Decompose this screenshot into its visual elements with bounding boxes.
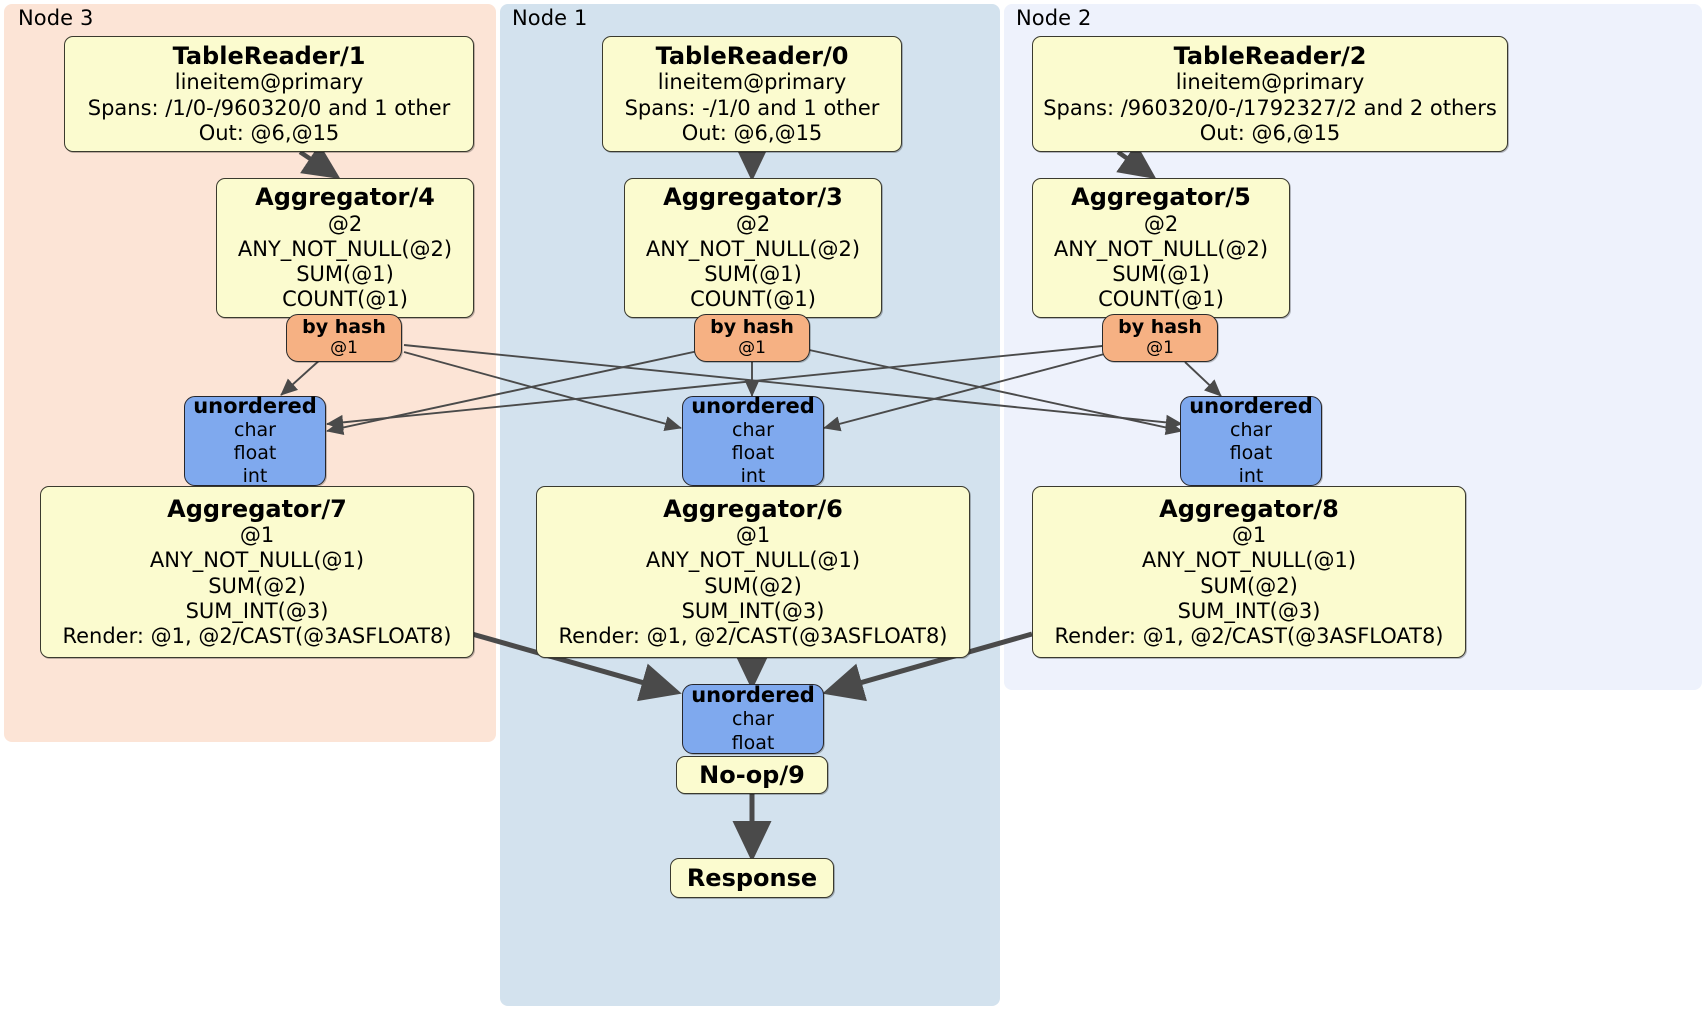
processor-aggregator-7[interactable]: Aggregator/7 @1 ANY_NOT_NULL(@1) SUM(@2)…	[40, 486, 474, 658]
processor-table-reader-0[interactable]: TableReader/0 lineitem@primary Spans: -/…	[602, 36, 902, 152]
processor-aggregator-3[interactable]: Aggregator/3 @2 ANY_NOT_NULL(@2) SUM(@1)…	[624, 178, 882, 318]
processor-line: @1	[239, 523, 275, 548]
processor-title: Aggregator/6	[663, 494, 843, 523]
node-panel-label-node1: Node 1	[512, 6, 588, 30]
processor-line: @2	[327, 211, 363, 236]
processor-line: SUM(@2)	[704, 573, 802, 598]
processor-line: lineitem@primary	[1175, 70, 1365, 95]
processor-line: lineitem@primary	[174, 70, 364, 95]
processor-line: Out: @6,@15	[681, 120, 823, 145]
receiver-type: int	[242, 465, 268, 488]
processor-line: SUM(@2)	[208, 573, 306, 598]
processor-title: Aggregator/5	[1071, 183, 1251, 212]
processor-line: SUM_INT(@3)	[185, 598, 329, 623]
receiver-type: float	[731, 442, 775, 465]
receiver-type: float	[731, 731, 775, 754]
processor-line: lineitem@primary	[657, 70, 847, 95]
processor-title: Aggregator/7	[167, 494, 347, 523]
processor-aggregator-8[interactable]: Aggregator/8 @1 ANY_NOT_NULL(@1) SUM(@2)…	[1032, 486, 1466, 658]
processor-line: @1	[1231, 523, 1267, 548]
processor-line: Spans: /1/0-/960320/0 and 1 other	[87, 95, 451, 120]
router-line: @1	[330, 338, 358, 359]
receiver-type: char	[234, 418, 276, 441]
processor-line: ANY_NOT_NULL(@1)	[645, 548, 861, 573]
receiver-title: unordered	[193, 393, 317, 418]
processor-render-line: Render: @1, @2/CAST(@3ASFLOAT8)	[1054, 623, 1444, 648]
processor-line: @2	[1143, 211, 1179, 236]
processor-line: SUM_INT(@3)	[1177, 598, 1321, 623]
processor-title: No-op/9	[699, 761, 805, 789]
processor-aggregator-4[interactable]: Aggregator/4 @2 ANY_NOT_NULL(@2) SUM(@1)…	[216, 178, 474, 318]
processor-title: Aggregator/3	[663, 183, 843, 212]
processor-response[interactable]: Response	[670, 858, 834, 898]
router-title: by hash	[710, 316, 794, 339]
processor-noop-9[interactable]: No-op/9	[676, 756, 828, 794]
router-title: by hash	[302, 316, 386, 339]
processor-title: Aggregator/8	[1159, 494, 1339, 523]
processor-line: COUNT(@1)	[690, 287, 816, 312]
processor-aggregator-6[interactable]: Aggregator/6 @1 ANY_NOT_NULL(@1) SUM(@2)…	[536, 486, 970, 658]
processor-title: TableReader/0	[655, 42, 849, 71]
receiver-type: char	[732, 708, 774, 731]
processor-line: ANY_NOT_NULL(@1)	[1141, 548, 1357, 573]
processor-line: SUM_INT(@3)	[681, 598, 825, 623]
receiver-type: float	[1229, 442, 1273, 465]
router-by-hash-middle[interactable]: by hash @1	[694, 314, 810, 362]
receiver-type: int	[740, 465, 766, 488]
processor-line: SUM(@1)	[296, 262, 394, 287]
processor-line: Out: @6,@15	[198, 120, 340, 145]
processor-line: SUM(@1)	[704, 262, 802, 287]
processor-line: ANY_NOT_NULL(@2)	[237, 236, 453, 261]
processor-line: SUM(@1)	[1112, 262, 1210, 287]
processor-line: SUM(@2)	[1200, 573, 1298, 598]
processor-line: @1	[735, 523, 771, 548]
receiver-type: char	[732, 418, 774, 441]
processor-title: TableReader/2	[1173, 42, 1367, 71]
processor-line: ANY_NOT_NULL(@2)	[1053, 236, 1269, 261]
processor-title: Response	[686, 864, 818, 892]
receiver-title: unordered	[1189, 393, 1313, 418]
node-panel-label-node2: Node 2	[1016, 6, 1092, 30]
receiver-type: float	[233, 442, 277, 465]
receiver-type: int	[1238, 465, 1264, 488]
processor-table-reader-1[interactable]: TableReader/1 lineitem@primary Spans: /1…	[64, 36, 474, 152]
processor-table-reader-2[interactable]: TableReader/2 lineitem@primary Spans: /9…	[1032, 36, 1508, 152]
receiver-title: unordered	[691, 683, 815, 708]
processor-line: @2	[735, 211, 771, 236]
processor-title: TableReader/1	[172, 42, 366, 71]
router-line: @1	[738, 338, 766, 359]
router-by-hash-right[interactable]: by hash @1	[1102, 314, 1218, 362]
router-by-hash-left[interactable]: by hash @1	[286, 314, 402, 362]
processor-render-line: Render: @1, @2/CAST(@3ASFLOAT8)	[558, 623, 948, 648]
processor-render-line: Render: @1, @2/CAST(@3ASFLOAT8)	[62, 623, 452, 648]
receiver-unordered-left[interactable]: unordered char float int	[184, 393, 326, 488]
receiver-unordered-right[interactable]: unordered char float int	[1180, 393, 1322, 488]
processor-aggregator-5[interactable]: Aggregator/5 @2 ANY_NOT_NULL(@2) SUM(@1)…	[1032, 178, 1290, 318]
receiver-unordered-middle[interactable]: unordered char float int	[682, 393, 824, 488]
router-title: by hash	[1118, 316, 1202, 339]
router-line: @1	[1146, 338, 1174, 359]
node-panel-label-node3: Node 3	[18, 6, 94, 30]
processor-line: Spans: -/1/0 and 1 other	[624, 95, 880, 120]
processor-line: Out: @6,@15	[1199, 120, 1341, 145]
processor-line: ANY_NOT_NULL(@1)	[149, 548, 365, 573]
processor-line: Spans: /960320/0-/1792327/2 and 2 others	[1043, 95, 1497, 120]
processor-title: Aggregator/4	[255, 183, 435, 212]
processor-line: COUNT(@1)	[1098, 287, 1224, 312]
receiver-unordered-final[interactable]: unordered char float	[682, 683, 824, 754]
processor-line: ANY_NOT_NULL(@2)	[645, 236, 861, 261]
processor-line: COUNT(@1)	[282, 287, 408, 312]
receiver-type: char	[1230, 418, 1272, 441]
receiver-title: unordered	[691, 393, 815, 418]
